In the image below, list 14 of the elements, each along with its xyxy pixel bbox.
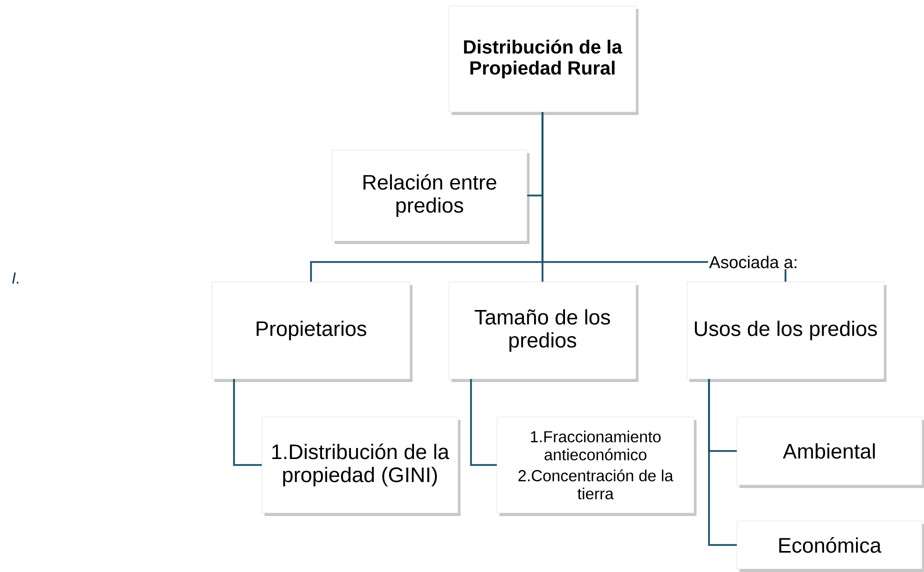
text-box: Económica <box>736 520 924 572</box>
note-label: I. <box>12 272 18 284</box>
text-box: Propietarios <box>212 282 412 382</box>
text-box: 1.Distribución de la propiedad (GINI) <box>262 416 460 516</box>
text-box: Usos de los predios <box>686 282 886 382</box>
edge-label: Asociada a: <box>708 254 799 270</box>
connector <box>470 379 497 466</box>
text-box: Tamaño de los predios <box>448 282 638 382</box>
text-box: Relación entre predios <box>332 150 530 244</box>
connector <box>233 379 262 466</box>
text-box: Ambiental <box>736 416 924 488</box>
connector <box>708 379 737 546</box>
text-box: 1.Fraccionamiento antieconómico 2.Concentración de la tierra <box>496 416 696 516</box>
title-box: Distribución de la Propiedad Rural <box>448 6 638 115</box>
